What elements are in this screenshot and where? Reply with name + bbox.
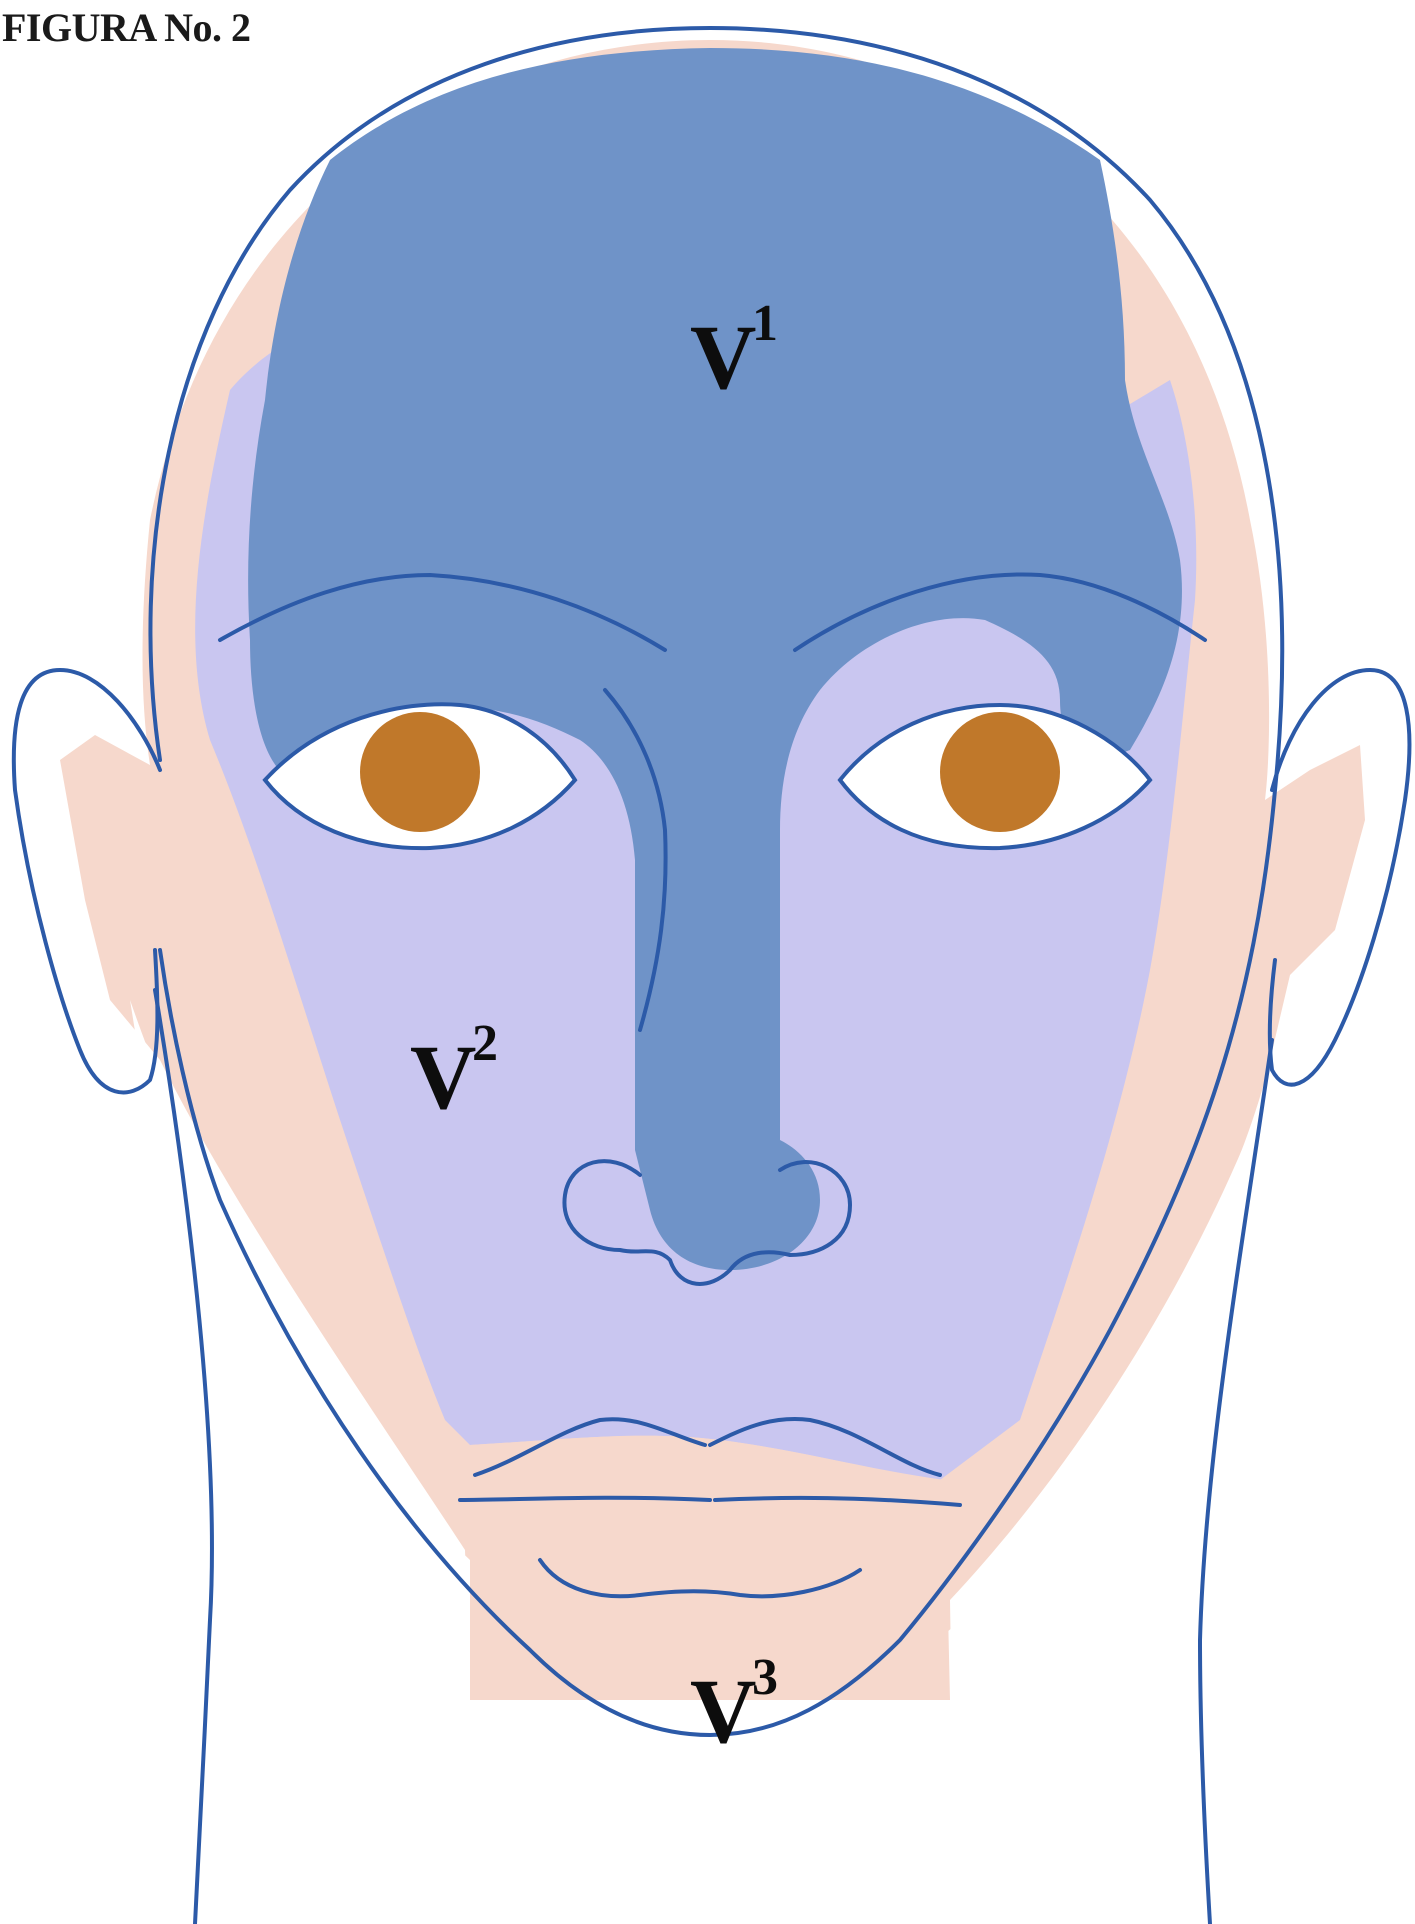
right-iris	[940, 712, 1060, 832]
zone-v3-superscript: 3	[752, 1649, 778, 1706]
zone-label-v3: V 3	[690, 1649, 778, 1762]
zone-v2-letter: V	[410, 1026, 476, 1128]
zone-v1-letter: V	[690, 306, 756, 408]
zone-v1-superscript: 1	[752, 295, 778, 352]
zone-v2-superscript: 2	[472, 1015, 498, 1072]
zone-v3-letter: V	[690, 1660, 756, 1762]
left-iris	[360, 712, 480, 832]
